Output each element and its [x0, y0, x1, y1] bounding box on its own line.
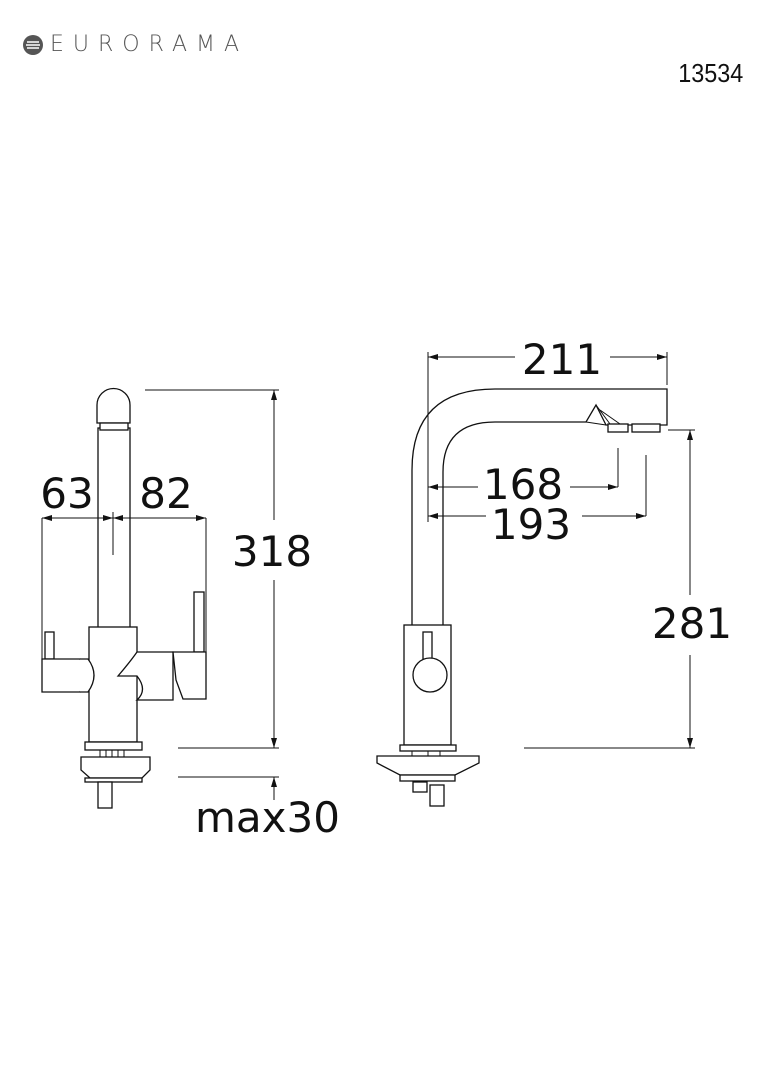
dim-outlet-1-reach: 168 — [483, 460, 563, 509]
product-code: 13534 — [677, 58, 743, 88]
dim-left-offset: 63 — [40, 469, 93, 518]
dim-spout-reach: 211 — [522, 335, 602, 384]
front-view-dimensions: 63 82 318 max30 — [40, 389, 340, 842]
side-view-faucet — [376, 388, 668, 807]
brand-logo: EURORAMA — [22, 32, 248, 57]
front-view-faucet — [41, 387, 207, 809]
dim-max-deck: max30 — [195, 793, 340, 842]
dim-outlet-2-reach: 193 — [491, 500, 571, 549]
dim-right-offset: 82 — [139, 469, 192, 518]
side-view-dimensions: 211 168 193 281 — [427, 335, 732, 749]
dim-total-height: 318 — [232, 527, 312, 576]
eurorama-logo-icon — [23, 34, 43, 55]
dim-outlet-height: 281 — [652, 599, 732, 648]
brand-name: EURORAMA — [50, 32, 249, 57]
